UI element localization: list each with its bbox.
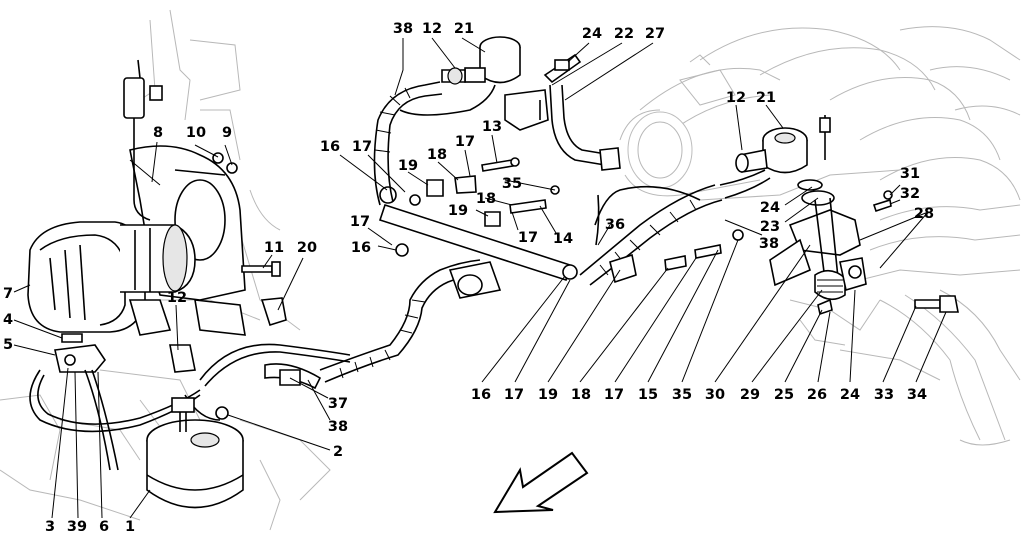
callout-24-top: 24 (582, 26, 602, 42)
callout-1: 1 (125, 519, 135, 535)
callout-37: 37 (328, 396, 348, 412)
callout-39: 39 (67, 519, 87, 535)
callout-12-left: 12 (167, 290, 187, 306)
callout-28: 28 (914, 206, 934, 222)
callout-13: 13 (482, 119, 502, 135)
callout-11: 11 (264, 240, 284, 256)
callout-3: 3 (45, 519, 55, 535)
callout-9: 9 (222, 125, 232, 141)
callout-33: 33 (874, 387, 894, 403)
callout-14: 14 (553, 231, 573, 247)
callout-38-right: 38 (759, 236, 779, 252)
callout-27: 27 (645, 26, 665, 42)
callout-19-bottom: 19 (538, 387, 558, 403)
callout-17-bottom-b: 17 (604, 387, 624, 403)
callout-22: 22 (614, 26, 634, 42)
callout-17-mid: 17 (455, 134, 475, 150)
callout-6: 6 (99, 519, 109, 535)
callout-17-bottom-a: 17 (504, 387, 524, 403)
callout-2: 2 (333, 444, 343, 460)
callout-12-top: 12 (422, 21, 442, 37)
callout-18-top: 18 (427, 147, 447, 163)
callout-32: 32 (900, 186, 920, 202)
callout-16-mid: 16 (351, 240, 371, 256)
callout-34: 34 (907, 387, 927, 403)
callout-5: 5 (3, 337, 13, 353)
callout-17-top: 17 (352, 139, 372, 155)
callout-12-right: 12 (726, 90, 746, 106)
callout-19-mid: 19 (448, 203, 468, 219)
callout-15: 15 (638, 387, 658, 403)
leader-lines (13, 37, 947, 519)
callout-20: 20 (297, 240, 317, 256)
callout-35-top: 35 (502, 176, 522, 192)
callout-21-right: 21 (756, 90, 776, 106)
callout-35-bottom: 35 (672, 387, 692, 403)
callout-17-centre: 17 (518, 230, 538, 246)
callout-8: 8 (153, 125, 163, 141)
callout-23: 23 (760, 219, 780, 235)
callout-16-bottom: 16 (471, 387, 491, 403)
callout-36: 36 (605, 217, 625, 233)
callout-7: 7 (3, 286, 13, 302)
callout-17-left: 17 (350, 214, 370, 230)
callout-29: 29 (740, 387, 760, 403)
callout-31: 31 (900, 166, 920, 182)
callout-30: 30 (705, 387, 725, 403)
callout-21-top: 21 (454, 21, 474, 37)
air-pump-assembly (27, 59, 351, 509)
hose-assembly (319, 36, 744, 383)
callout-19-top: 19 (398, 158, 418, 174)
callout-18-bottom: 18 (571, 387, 591, 403)
callout-labels: 8 10 9 11 20 7 4 12 5 37 38 2 3 39 6 1 3… (3, 21, 934, 535)
direction-arrow (493, 451, 589, 514)
callout-16-top: 16 (320, 139, 340, 155)
engine-background (0, 9, 1021, 531)
callout-10: 10 (186, 125, 206, 141)
callout-18-mid: 18 (476, 191, 496, 207)
callout-25: 25 (774, 387, 794, 403)
callout-26: 26 (807, 387, 827, 403)
callout-24-right: 24 (760, 200, 780, 216)
callout-4: 4 (3, 312, 13, 328)
callout-38-lower: 38 (328, 419, 348, 435)
callout-24-bottom: 24 (840, 387, 860, 403)
callout-38-top: 38 (393, 21, 413, 37)
